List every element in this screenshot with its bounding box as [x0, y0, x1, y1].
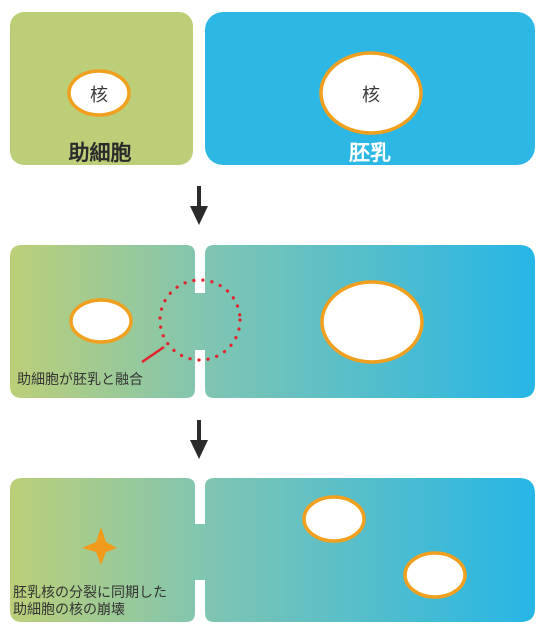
- endosperm-nucleus: [320, 280, 424, 364]
- four-point-star-icon: [82, 527, 117, 565]
- collapse-caption-line-1: 胚乳核の分裂に同期した: [13, 585, 167, 601]
- synergid-nucleus: [69, 298, 133, 344]
- stage-3: [10, 478, 535, 622]
- down-arrow-icon: [190, 186, 208, 225]
- endosperm-nucleus: [319, 51, 423, 135]
- collapse-caption-line-2: 助細胞の核の崩壊: [13, 602, 125, 618]
- nucleus-label: 核: [90, 85, 108, 106]
- fusion-caption: 助細胞が胚乳と融合: [17, 372, 143, 388]
- synergid-nucleus: [67, 69, 131, 117]
- fused-cell-body: [10, 245, 535, 398]
- down-arrow-icon: [190, 420, 208, 459]
- endosperm-label: 胚乳: [349, 141, 391, 165]
- endosperm-nucleus: [403, 551, 467, 599]
- fused-cell-body: [10, 478, 535, 622]
- pointer-line: [141, 345, 165, 364]
- stage-2: [10, 245, 535, 398]
- collapse-caption: 胚乳核の分裂に同期した 助細胞の核の崩壊: [13, 585, 167, 619]
- nucleus-label: 核: [362, 85, 380, 106]
- stage-1: [10, 12, 535, 165]
- fusion-highlight-ring: [158, 278, 242, 362]
- endosperm-nucleus: [302, 495, 366, 543]
- synergid-label: 助細胞: [68, 141, 132, 165]
